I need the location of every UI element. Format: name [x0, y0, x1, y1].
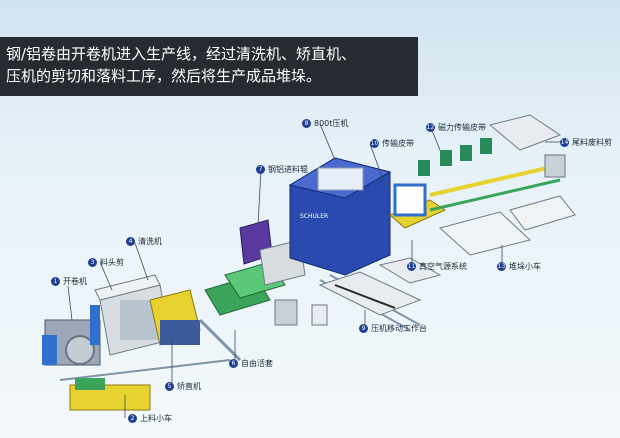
label-vacuum-system: 11 真空气源系统 — [407, 261, 467, 272]
press-brand-text: SCHULER — [300, 213, 328, 220]
straightener — [149, 289, 201, 346]
label-text: 矫直机 — [177, 382, 201, 391]
label-free-loop: 6 自由活套 — [229, 358, 273, 369]
label-number: 3 — [88, 258, 97, 267]
caption-line-1: 钢/铝卷由开卷机进入生产线，经过清洗机、矫直机、 — [6, 45, 357, 63]
label-text: 堆垛小车 — [509, 262, 541, 271]
feed-cart — [69, 378, 151, 411]
label-number: 14 — [560, 138, 569, 147]
label-number: 12 — [426, 123, 435, 132]
stacking-cart — [438, 195, 576, 256]
caption-box: 钢/铝卷由开卷机进入生产线，经过清洗机、矫直机、 压机的剪切和落料工序，然后将生… — [0, 37, 418, 96]
label-press: 8 800t压机 — [302, 118, 348, 129]
label-number: 1 — [51, 277, 60, 286]
label-text: 料头剪 — [100, 258, 124, 267]
label-text: 上料小车 — [140, 414, 172, 423]
label-text: 压机移动工作台 — [371, 324, 427, 333]
label-number: 13 — [497, 262, 506, 271]
label-head-shear: 3 料头剪 — [88, 257, 124, 268]
label-number: 9 — [359, 324, 368, 333]
label-uncoiler: 1 开卷机 — [51, 276, 87, 287]
label-text: 800t压机 — [314, 119, 349, 128]
leader-lines — [67, 123, 563, 418]
label-scrap-shear: 14 尾料废料剪 — [560, 137, 612, 148]
caption-line-2: 压机的剪切和落料工序，然后将生产成品堆垛。 — [6, 67, 322, 85]
label-straightener: 5 矫直机 — [165, 381, 201, 392]
label-number: 6 — [229, 359, 238, 368]
label-feed-cart: 2 上料小车 — [128, 413, 172, 424]
label-feed-roller: 7 钢铝进料辊 — [256, 164, 308, 175]
control-cabinets — [274, 299, 328, 326]
label-number: 11 — [407, 262, 416, 271]
label-text: 尾料废料剪 — [572, 138, 612, 147]
label-number: 5 — [165, 382, 174, 391]
label-text: 传输皮带 — [382, 139, 414, 148]
label-text: 清洗机 — [138, 237, 162, 246]
magnetic-belt — [418, 138, 492, 176]
label-stacking-cart: 13 堆垛小车 — [497, 261, 541, 272]
label-number: 8 — [302, 119, 311, 128]
label-text: 自由活套 — [241, 359, 273, 368]
transfer-belts — [389, 163, 561, 229]
label-magnetic-belt: 12 磁力传输皮带 — [426, 122, 486, 133]
label-text: 钢铝进料辊 — [268, 165, 308, 174]
press-800t: SCHULER — [288, 157, 392, 276]
label-text: 开卷机 — [63, 277, 87, 286]
label-number: 7 — [256, 165, 265, 174]
label-text: 磁力传输皮带 — [438, 123, 486, 132]
label-cleaner: 4 清洗机 — [126, 236, 162, 247]
label-moving-bolster: 9 压机移动工作台 — [359, 323, 427, 334]
label-conveyor-belt: 10 传输皮带 — [370, 138, 414, 149]
label-text: 真空气源系统 — [419, 262, 467, 271]
label-number: 2 — [128, 414, 137, 423]
label-number: 4 — [126, 237, 135, 246]
scrap-shear — [488, 114, 566, 178]
label-number: 10 — [370, 139, 379, 148]
